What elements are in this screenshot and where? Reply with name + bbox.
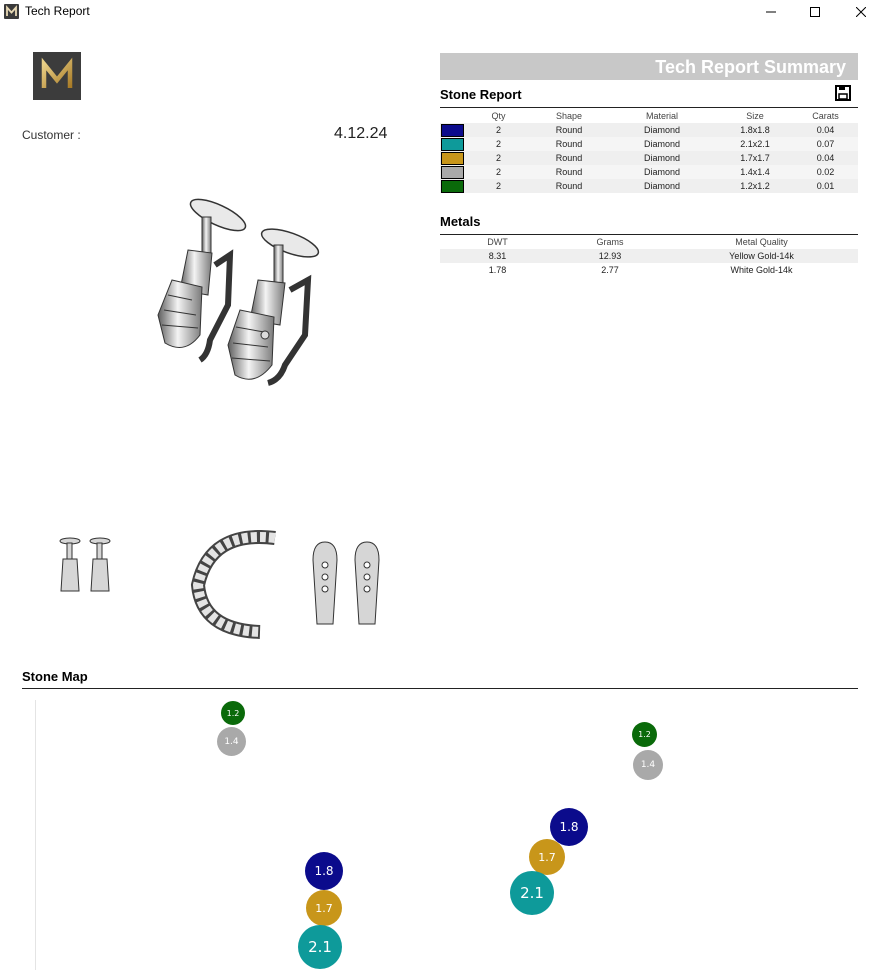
metals-table: DWT Grams Metal Quality 8.31 12.93 Yello… [440, 235, 858, 277]
header-dwt: DWT [487, 237, 508, 247]
stone-qty: 2 [466, 179, 531, 193]
stone-color-swatch [441, 179, 464, 193]
stone-marker: 2.1 [510, 871, 554, 915]
stone-shape: Round [531, 179, 607, 193]
header-metal-quality: Metal Quality [735, 237, 788, 247]
stone-marker: 1.4 [633, 750, 663, 780]
stone-size: 1.7x1.7 [717, 151, 793, 165]
stone-carats: 0.01 [793, 179, 858, 193]
close-button[interactable] [838, 0, 876, 24]
stone-qty: 2 [466, 165, 531, 179]
table-row: 2 Round Diamond 1.8x1.8 0.04 [440, 123, 858, 137]
title-bar [0, 0, 876, 24]
maximize-icon [810, 7, 820, 17]
stone-map-title: Stone Map [22, 669, 88, 684]
table-row: 2 Round Diamond 1.4x1.4 0.02 [440, 165, 858, 179]
metal-quality: Yellow Gold-14k [665, 249, 858, 263]
save-icon[interactable] [835, 85, 851, 101]
stone-size: 1.2x1.2 [717, 179, 793, 193]
close-icon [856, 7, 866, 17]
metal-grams: 12.93 [555, 249, 665, 263]
stone-color-swatch [441, 151, 464, 165]
stone-shape: Round [531, 165, 607, 179]
metal-dwt: 1.78 [488, 265, 507, 275]
stone-marker: 2.1 [298, 925, 342, 969]
stone-map-left-edge [35, 700, 36, 970]
stone-map-divider [22, 688, 858, 689]
table-row: 2 Round Diamond 1.7x1.7 0.04 [440, 151, 858, 165]
stone-carats: 0.02 [793, 165, 858, 179]
thumbnail-front-view[interactable] [55, 535, 120, 597]
stone-table-header: Qty Shape Material Size Carats [440, 109, 858, 123]
stone-qty: 2 [466, 137, 531, 151]
stone-size: 2.1x2.1 [717, 137, 793, 151]
app-logo-icon [4, 4, 19, 19]
stone-size: 1.8x1.8 [717, 123, 793, 137]
header-grams: Grams [596, 237, 624, 247]
stone-color-swatch [441, 165, 464, 179]
stone-marker: 1.4 [217, 727, 246, 756]
stone-shape: Round [531, 123, 607, 137]
stone-material: Diamond [607, 179, 717, 193]
thumbnail-side-view[interactable] [190, 530, 280, 640]
stone-color-swatch [441, 137, 464, 151]
metals-divider [440, 234, 858, 235]
earring-main-render [157, 198, 320, 386]
stone-report-table: Qty Shape Material Size Carats 2 Round D… [440, 109, 858, 193]
metals-table-header: DWT Grams Metal Quality [440, 235, 858, 249]
stone-qty: 2 [466, 151, 531, 165]
window-title: Tech Report [25, 4, 90, 18]
metal-dwt: 8.31 [440, 249, 555, 263]
stone-qty: 2 [466, 123, 531, 137]
maximize-button[interactable] [792, 0, 838, 24]
stone-marker: 1.2 [632, 722, 657, 747]
customer-label: Customer : [22, 128, 81, 142]
stone-report-title: Stone Report [440, 87, 522, 102]
header-shape: Shape [555, 111, 583, 121]
table-row: 8.31 12.93 Yellow Gold-14k [440, 249, 858, 263]
report-date: 4.12.24 [334, 125, 388, 142]
stone-material: Diamond [607, 137, 717, 151]
stone-color-swatch [441, 123, 464, 137]
metals-title: Metals [440, 214, 481, 229]
stone-shape: Round [531, 137, 607, 151]
stone-marker: 1.7 [306, 890, 342, 926]
stone-shape: Round [531, 151, 607, 165]
stone-marker: 1.7 [529, 839, 565, 875]
table-row: 1.78 2.77 White Gold-14k [440, 263, 858, 277]
stone-carats: 0.04 [793, 123, 858, 137]
thumbnail-back-view[interactable] [305, 540, 390, 630]
stone-marker: 1.8 [550, 808, 588, 846]
stone-material: Diamond [607, 165, 717, 179]
minimize-icon [766, 11, 776, 13]
header-size: Size [746, 111, 764, 121]
stone-material: Diamond [607, 151, 717, 165]
stone-material: Diamond [607, 123, 717, 137]
header-qty: Qty [491, 111, 506, 121]
stone-size: 1.4x1.4 [717, 165, 793, 179]
minimize-button[interactable] [748, 0, 794, 24]
header-material: Material [645, 111, 678, 121]
table-row: 2 Round Diamond 1.2x1.2 0.01 [440, 179, 858, 193]
table-row: 2 Round Diamond 2.1x2.1 0.07 [440, 137, 858, 151]
stone-carats: 0.04 [793, 151, 858, 165]
metal-quality: White Gold-14k [730, 265, 793, 275]
stone-marker: 1.8 [305, 852, 343, 890]
header-carats: Carats [812, 111, 839, 121]
stone-marker: 1.2 [221, 701, 245, 725]
brand-logo [33, 52, 81, 100]
stone-carats: 0.07 [793, 137, 858, 151]
summary-banner: Tech Report Summary [440, 53, 858, 80]
stone-report-divider [440, 107, 858, 108]
metal-grams: 2.77 [601, 265, 619, 275]
